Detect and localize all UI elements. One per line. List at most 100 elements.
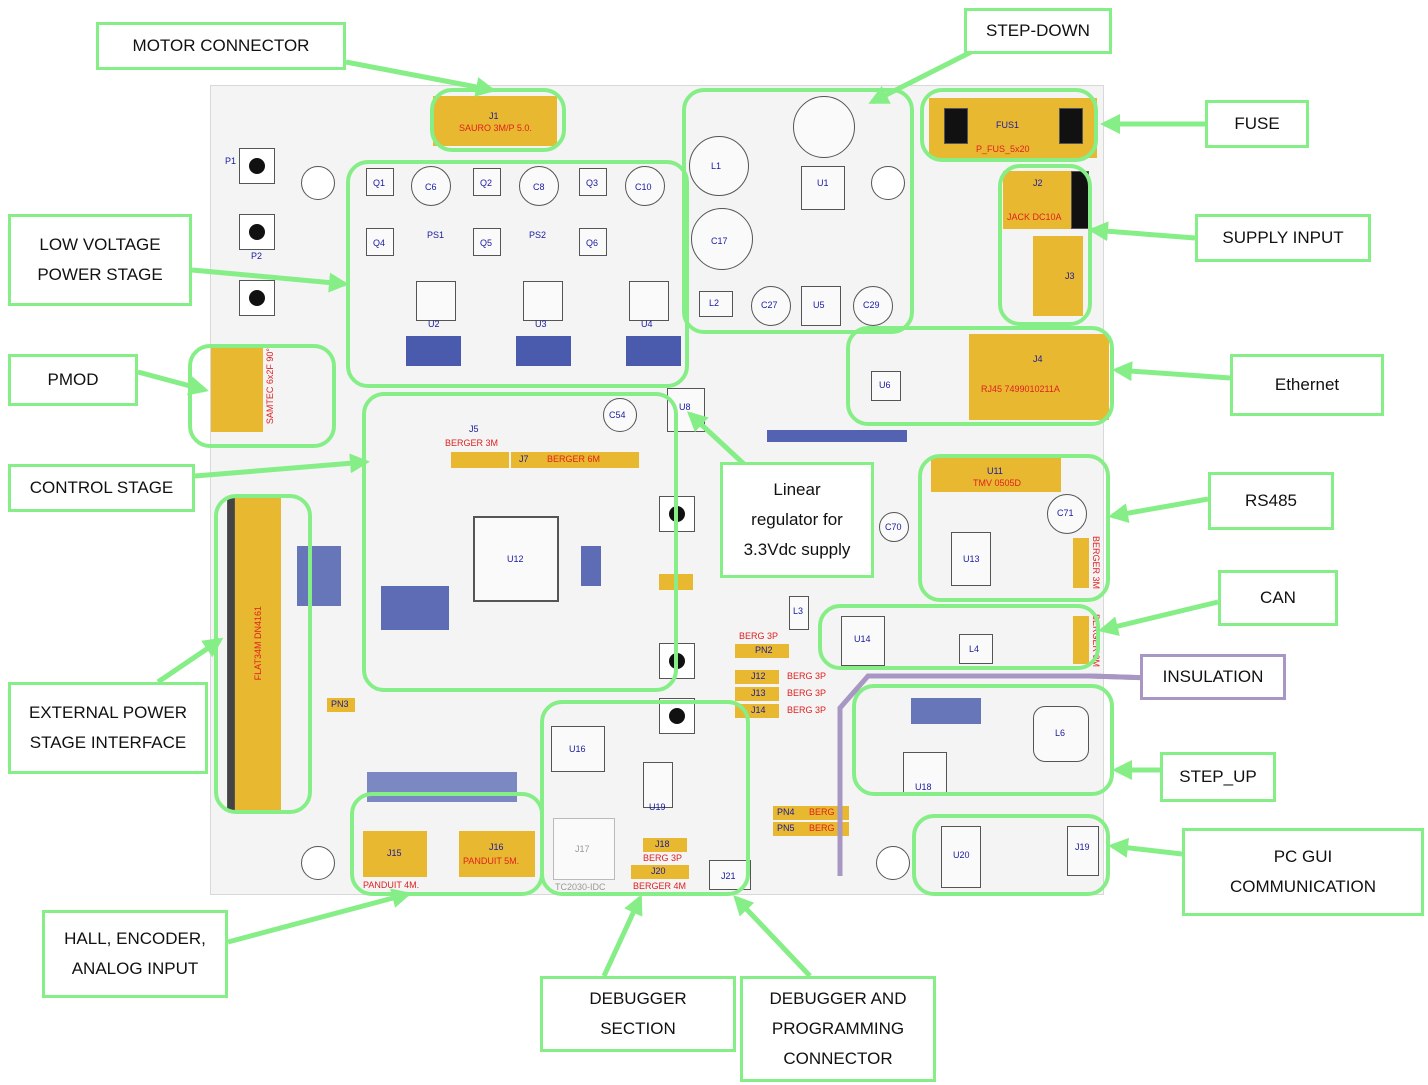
inductor-l4 xyxy=(959,634,993,664)
j19-label: J19 xyxy=(1075,842,1090,852)
u18-label: U18 xyxy=(915,782,932,792)
jumper-j12 xyxy=(735,670,779,684)
jumper-pn2 xyxy=(735,644,789,658)
ic-u16 xyxy=(551,726,605,772)
mounting-hole-bottom-right xyxy=(876,846,910,880)
pmod-connector xyxy=(211,348,263,432)
c27-label: C27 xyxy=(761,300,778,310)
pn4-label: PN4 xyxy=(777,807,795,817)
callout-step-down: STEP-DOWN xyxy=(964,8,1112,54)
j18-part-label: BERG 3P xyxy=(643,853,683,863)
connector-j16 xyxy=(459,831,535,877)
u12-label: U12 xyxy=(507,554,524,564)
c6-label: C6 xyxy=(425,182,437,192)
j14-label: J14 xyxy=(751,705,766,715)
test-point-p1 xyxy=(239,148,275,184)
transistor-q6 xyxy=(579,228,607,256)
pn2-label: PN2 xyxy=(755,645,773,655)
region-control-stage xyxy=(362,392,678,692)
connector-j1 xyxy=(433,96,557,146)
region-pc-gui xyxy=(912,814,1110,896)
l2-label: L2 xyxy=(709,298,720,308)
j17-part-label: TC2030-IDC xyxy=(555,882,606,892)
l1-label: L1 xyxy=(711,161,722,171)
pn5-part-label: BERG xyxy=(809,823,835,833)
arrow-supply-input xyxy=(1088,221,1196,242)
arrow-rs485 xyxy=(1108,496,1209,524)
j18-label: J18 xyxy=(655,839,670,849)
smd-parts-control-1 xyxy=(381,586,449,630)
q3-label: Q3 xyxy=(586,178,599,188)
test-point-p2 xyxy=(239,214,275,250)
u1-label: U1 xyxy=(817,178,829,188)
rj45-j4 xyxy=(969,334,1109,420)
fuse-clip-right xyxy=(1059,108,1083,144)
test-point-lower-2 xyxy=(659,698,695,734)
callout-motor-connector: MOTOR CONNECTOR xyxy=(96,22,346,70)
fus1-label: FUS1 xyxy=(996,120,1020,130)
region-fuse xyxy=(920,88,1098,162)
ic-u1 xyxy=(801,166,845,210)
ic-u2 xyxy=(416,281,456,321)
c71-label: C71 xyxy=(1057,508,1074,518)
insulation-line xyxy=(837,673,1151,876)
arrow-pmod xyxy=(137,369,209,396)
inductor-l6 xyxy=(1033,706,1089,762)
header-j8 xyxy=(1073,538,1089,588)
j16-part-label: PANDUIT 5M. xyxy=(463,856,520,866)
j17-label: J17 xyxy=(575,844,590,854)
u2-label: U2 xyxy=(428,319,440,329)
u5-label: U5 xyxy=(813,300,825,310)
arrow-ethernet xyxy=(1112,361,1231,382)
region-rs485 xyxy=(918,454,1110,602)
j14-part-label: BERG 3P xyxy=(787,705,827,715)
j1-label: J1 xyxy=(489,111,499,121)
callout-step-up: STEP_UP xyxy=(1160,752,1276,802)
mounting-hole-top-left xyxy=(301,166,335,200)
j4-label: J4 xyxy=(1033,354,1043,364)
j13-part-label: BERG 3P xyxy=(787,688,827,698)
arrow-linear-regulator xyxy=(687,411,747,467)
connector-j15 xyxy=(363,831,427,877)
c17-label: C17 xyxy=(711,236,728,246)
u20-label: U20 xyxy=(953,850,970,860)
callout-hall-encoder-analog-input: HALL, ENCODER,ANALOG INPUT xyxy=(42,910,228,998)
test-point-p3 xyxy=(239,280,275,316)
smd-parts-ext-interface xyxy=(297,546,341,606)
arrow-control-stage xyxy=(194,453,370,479)
pn5-label: PN5 xyxy=(777,823,795,833)
p2-label: P2 xyxy=(251,251,263,261)
callout-supply-input: SUPPLY INPUT xyxy=(1195,214,1371,262)
ic-u19 xyxy=(643,762,673,808)
header-j5 xyxy=(451,452,509,468)
arrow-external-power xyxy=(156,637,224,685)
j1-part-label: SAURO 3M/P 5.0. xyxy=(459,123,532,133)
ic-u3 xyxy=(523,281,563,321)
capacitor-c17 xyxy=(691,208,753,270)
q4-label: Q4 xyxy=(373,238,386,248)
region-debugger xyxy=(540,700,750,896)
arrow-pc-gui xyxy=(1108,837,1183,858)
ic-u20 xyxy=(941,826,981,888)
capacitor-c27 xyxy=(751,286,791,326)
q1-label: Q1 xyxy=(373,178,386,188)
capacitor-c6 xyxy=(411,166,451,206)
pcb-board: P1 P2 J1 SAURO 3M/P 5.0. Q1 Q2 Q3 Q4 Q5 … xyxy=(210,85,1109,895)
c8-label: C8 xyxy=(533,182,545,192)
j7-label: J7 xyxy=(519,454,529,464)
q5-label: Q5 xyxy=(480,238,493,248)
tag-connect-j17 xyxy=(553,818,615,880)
arrow-low-voltage xyxy=(191,267,349,293)
j20-part-label: BERGER 4M xyxy=(633,881,687,891)
inductor-l2 xyxy=(699,291,733,317)
j15-part-label: PANDUIT 4M. xyxy=(363,880,420,890)
pn2-part-label: BERG 3P xyxy=(739,631,779,641)
u4-label: U4 xyxy=(641,319,653,329)
arrow-motor-connector xyxy=(345,59,496,97)
region-step-down xyxy=(682,88,914,334)
c10-label: C10 xyxy=(635,182,652,192)
l4-label: L4 xyxy=(969,644,980,654)
